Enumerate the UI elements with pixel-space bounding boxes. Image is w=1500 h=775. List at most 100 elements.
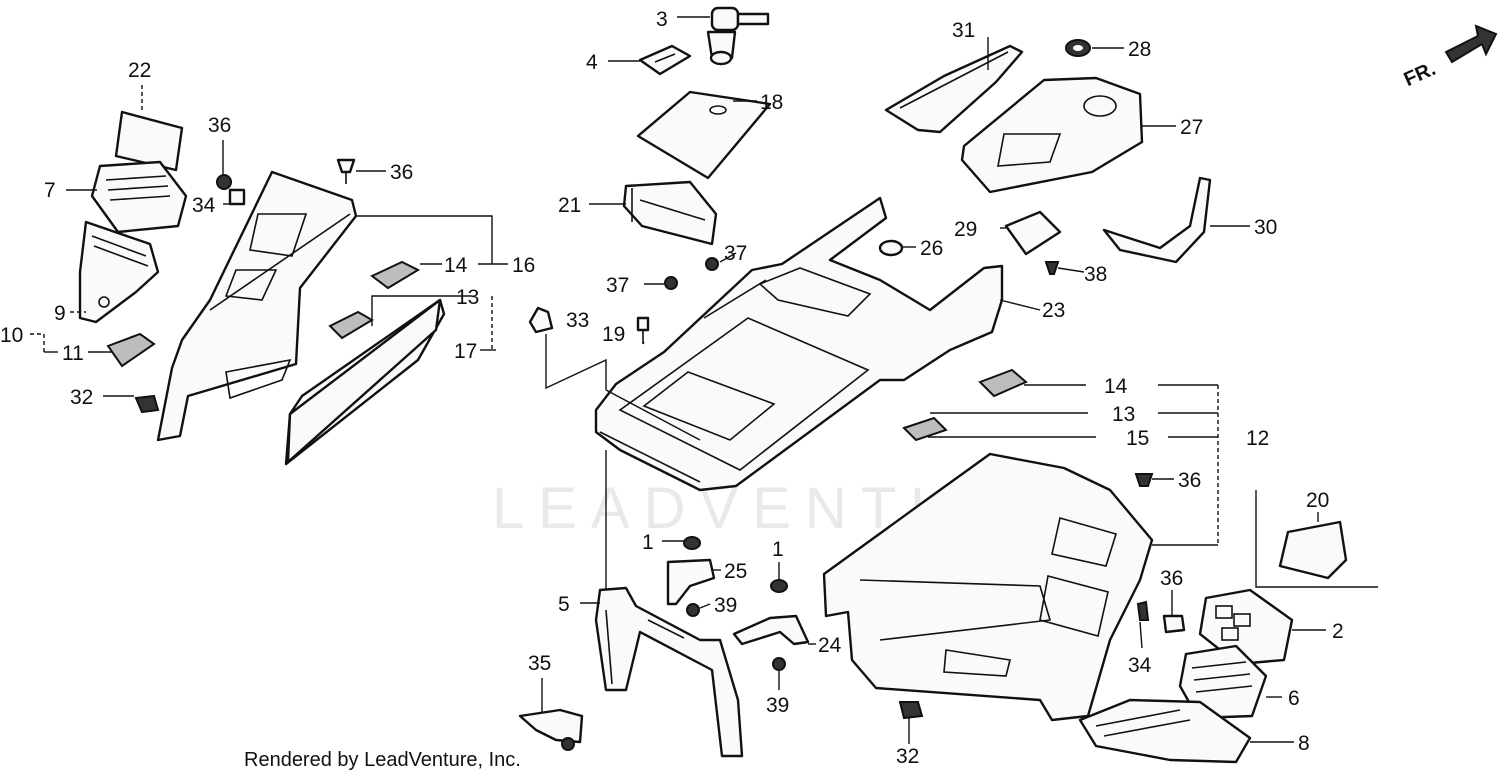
callout-34a: 34 bbox=[192, 194, 216, 217]
callout-37a: 37 bbox=[724, 242, 747, 265]
part-17-side-mat bbox=[284, 298, 446, 466]
part-20-cover bbox=[1278, 520, 1348, 580]
leader-lines bbox=[30, 16, 1378, 744]
part-37-clip-a bbox=[705, 257, 719, 271]
part-36-screw-right-low bbox=[1162, 614, 1186, 634]
callout-15: 15 bbox=[1126, 427, 1149, 450]
callout-18: 18 bbox=[760, 91, 783, 114]
part-11-pad bbox=[106, 332, 156, 368]
part-13-pad-right bbox=[902, 416, 948, 442]
part-1-nut-b bbox=[770, 579, 788, 593]
callout-14a: 14 bbox=[444, 254, 468, 277]
part-32-screw-left bbox=[134, 394, 160, 414]
callout-13a: 13 bbox=[456, 286, 479, 309]
part-7-vent bbox=[90, 160, 188, 234]
callout-32a: 32 bbox=[70, 386, 93, 409]
callout-33: 33 bbox=[566, 309, 589, 332]
part-33-clip bbox=[528, 306, 554, 334]
callout-38: 38 bbox=[1084, 263, 1107, 286]
part-39-clip-b bbox=[772, 657, 786, 671]
part-6-vent-right bbox=[1178, 644, 1268, 720]
part-29-switch bbox=[1004, 210, 1062, 256]
part-19-pin bbox=[636, 316, 650, 344]
callout-7: 7 bbox=[44, 179, 56, 202]
callout-27: 27 bbox=[1180, 116, 1203, 139]
part-32-screw-right bbox=[898, 701, 924, 720]
part-16-left-side-cover bbox=[156, 170, 358, 442]
callout-34b: 34 bbox=[1128, 654, 1152, 677]
callout-39b: 39 bbox=[766, 694, 789, 717]
callout-36d: 36 bbox=[1160, 567, 1183, 590]
part-26-grommet bbox=[878, 239, 904, 257]
part-36-screw-left bbox=[216, 174, 246, 206]
callout-16: 16 bbox=[512, 254, 535, 277]
part-5-mounting-frame bbox=[594, 586, 744, 758]
callout-6: 6 bbox=[1288, 687, 1300, 710]
part-27-upper-cover bbox=[960, 76, 1144, 194]
part-25-bracket bbox=[666, 558, 716, 606]
callout-13b: 13 bbox=[1112, 403, 1135, 426]
callout-29: 29 bbox=[954, 218, 977, 241]
part-22-cover-panel bbox=[114, 110, 184, 172]
callout-5: 5 bbox=[558, 593, 570, 616]
part-1-nut-a bbox=[683, 536, 701, 550]
callout-36c: 36 bbox=[1178, 469, 1201, 492]
callout-20: 20 bbox=[1306, 489, 1329, 512]
callout-36b: 36 bbox=[390, 161, 413, 184]
callout-10: 10 bbox=[0, 324, 23, 347]
callout-22: 22 bbox=[128, 59, 151, 82]
part-4-clip-plate bbox=[638, 44, 692, 76]
part-13-pad-left bbox=[328, 310, 374, 340]
part-36-screw-right bbox=[1134, 473, 1154, 487]
credit-text: Rendered by LeadVenture, Inc. bbox=[244, 749, 521, 771]
callout-24: 24 bbox=[818, 634, 842, 657]
part-30-arm-bracket bbox=[1102, 176, 1212, 264]
callout-3: 3 bbox=[656, 8, 668, 31]
callout-23: 23 bbox=[1042, 299, 1065, 322]
callout-12: 12 bbox=[1246, 427, 1269, 450]
callout-25: 25 bbox=[724, 560, 747, 583]
callout-28: 28 bbox=[1128, 38, 1151, 61]
part-24-bracket bbox=[732, 614, 810, 646]
callout-9: 9 bbox=[54, 302, 66, 325]
callout-17: 17 bbox=[454, 340, 477, 363]
callout-4: 4 bbox=[586, 51, 598, 74]
part-2-switch-panel bbox=[1198, 588, 1294, 666]
callout-32b: 32 bbox=[896, 745, 919, 768]
callout-21: 21 bbox=[558, 194, 581, 217]
callout-19: 19 bbox=[602, 323, 625, 346]
part-37-clip-b bbox=[664, 276, 678, 290]
part-3-key-lock bbox=[706, 6, 770, 66]
part-14-pad-right bbox=[978, 368, 1028, 398]
direction-label: FR. bbox=[1401, 58, 1439, 91]
part-18-console-lid bbox=[636, 90, 772, 180]
part-38-screw bbox=[1044, 261, 1060, 275]
callout-1a: 1 bbox=[642, 531, 654, 554]
callout-39a: 39 bbox=[714, 594, 737, 617]
part-9-vent-bracket bbox=[78, 220, 160, 324]
callout-11: 11 bbox=[62, 342, 84, 365]
part-21-hinge-bracket bbox=[622, 180, 718, 246]
callout-26: 26 bbox=[920, 237, 943, 260]
part-28-grommet bbox=[1065, 39, 1091, 57]
callout-31: 31 bbox=[952, 19, 975, 42]
part-39-clip-a bbox=[686, 603, 700, 617]
part-12-right-side-cover bbox=[822, 452, 1154, 722]
callout-8: 8 bbox=[1298, 732, 1310, 755]
callouts: 3 4 18 21 22 36 34 7 9 10 11 32 36 14 16… bbox=[0, 8, 1344, 768]
callout-1b: 1 bbox=[772, 538, 784, 561]
callout-14b: 14 bbox=[1104, 375, 1128, 398]
part-35-small-bracket bbox=[518, 708, 584, 751]
callout-37b: 37 bbox=[606, 274, 629, 297]
callout-35: 35 bbox=[528, 652, 551, 675]
part-8-vent-bracket-right bbox=[1078, 698, 1252, 764]
front-direction-arrow bbox=[1444, 24, 1498, 64]
part-14-pad-left bbox=[370, 260, 421, 290]
callout-2: 2 bbox=[1332, 620, 1344, 643]
callout-30: 30 bbox=[1254, 216, 1277, 239]
part-36-screw-top bbox=[336, 158, 356, 184]
part-23-console-body bbox=[594, 196, 1004, 492]
callout-36a: 36 bbox=[208, 114, 231, 137]
part-34-clip-right bbox=[1136, 600, 1150, 621]
